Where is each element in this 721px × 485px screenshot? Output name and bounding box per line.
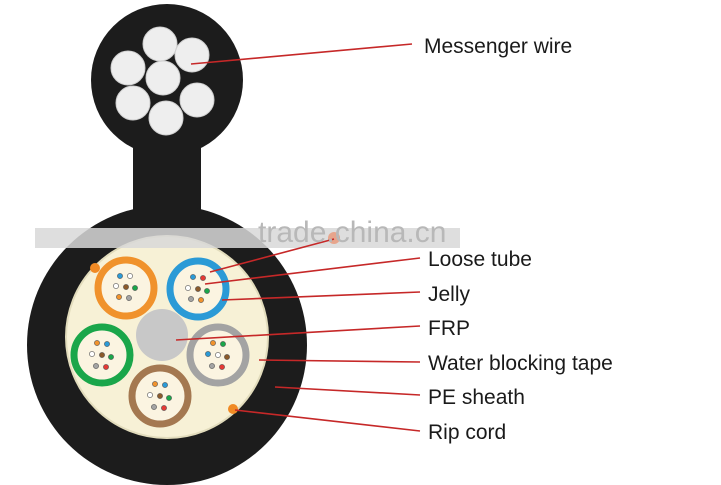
label-jelly: Jelly: [428, 283, 471, 306]
leader-pe-sheath: [274, 386, 421, 396]
label-frp: FRP: [428, 317, 470, 340]
rip-cord-top-dot: [90, 263, 100, 273]
label-water-blocking-tape: Water blocking tape: [428, 352, 613, 375]
frp-core: [136, 309, 188, 361]
leader-frp: [175, 325, 421, 341]
messenger-neck: [133, 140, 201, 210]
watermark-band: [35, 228, 460, 248]
label-pe-sheath: PE sheath: [428, 386, 525, 409]
rip-cord-bottom-dot: [228, 404, 238, 414]
leader-water-blocking-tape: [258, 359, 421, 363]
leader-watermark: [209, 238, 335, 273]
leader-loose-tube: [204, 257, 421, 285]
watermark-dot: [328, 232, 340, 244]
leader-lines: [175, 43, 421, 432]
messenger-wire-strands: [110, 26, 215, 136]
fiber-dots: [89, 273, 230, 411]
leader-jelly: [221, 291, 421, 301]
label-rip-cord: Rip cord: [428, 421, 507, 444]
label-loose-tube: Loose tube: [428, 248, 532, 271]
leader-rip-cord: [234, 409, 421, 432]
label-messenger-wire: Messenger wire: [424, 35, 573, 58]
watermark-text: trade.china.cn: [258, 216, 447, 249]
leader-messenger-wire: [190, 43, 413, 65]
